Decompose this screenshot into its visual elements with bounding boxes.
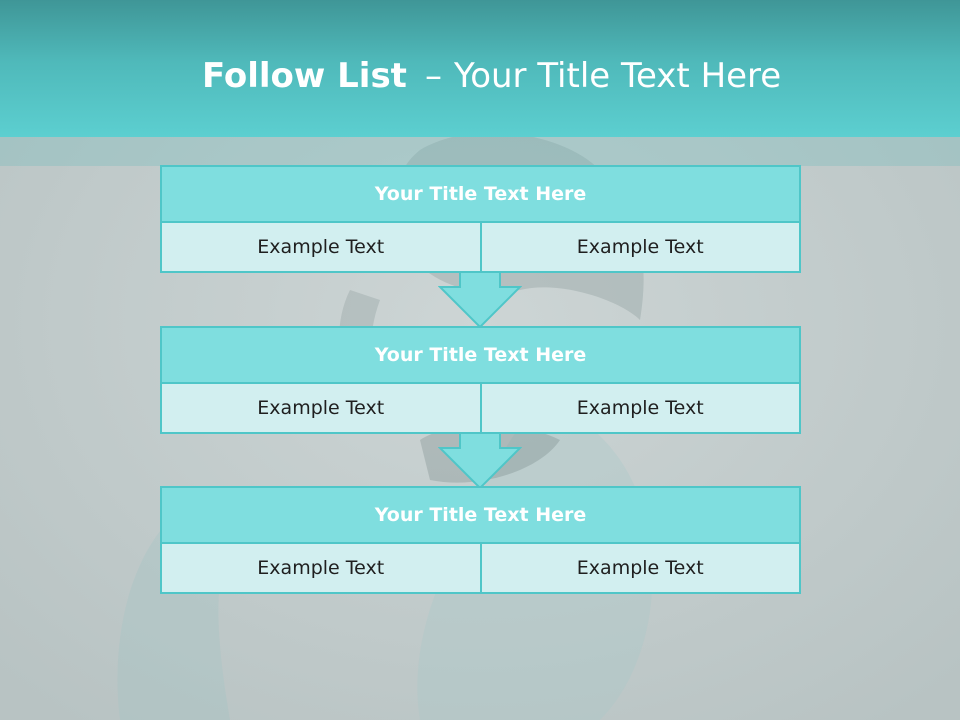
block-cell-left: Example Text xyxy=(162,384,480,432)
block-title: Your Title Text Here xyxy=(162,488,799,544)
block-cell-right: Example Text xyxy=(479,544,799,592)
list-block-1: Your Title Text Here Example Text Exampl… xyxy=(160,165,801,273)
block-cell-left: Example Text xyxy=(162,223,480,271)
down-arrow-icon xyxy=(438,271,522,329)
block-cell-right: Example Text xyxy=(479,384,799,432)
block-cell-left: Example Text xyxy=(162,544,480,592)
slide-title-bold: Follow List xyxy=(202,56,407,96)
header-bar xyxy=(0,0,960,137)
slide-title-rest: Your Title Text Here xyxy=(453,56,782,96)
list-block-3: Your Title Text Here Example Text Exampl… xyxy=(160,486,801,594)
down-arrow-icon xyxy=(438,432,522,490)
block-title: Your Title Text Here xyxy=(162,328,799,384)
slide-title: Follow List–Your Title Text Here xyxy=(202,54,781,98)
header-strip xyxy=(0,137,960,166)
block-cells: Example Text Example Text xyxy=(162,223,799,271)
block-cells: Example Text Example Text xyxy=(162,544,799,592)
list-block-2: Your Title Text Here Example Text Exampl… xyxy=(160,326,801,434)
block-title: Your Title Text Here xyxy=(162,167,799,223)
slide-title-separator: – xyxy=(424,56,442,96)
block-cell-right: Example Text xyxy=(479,223,799,271)
block-cells: Example Text Example Text xyxy=(162,384,799,432)
